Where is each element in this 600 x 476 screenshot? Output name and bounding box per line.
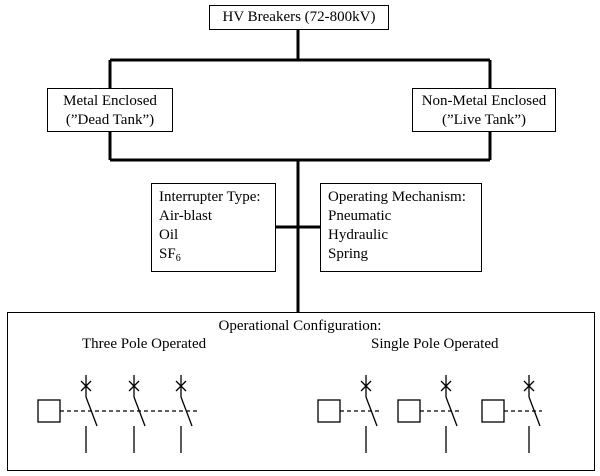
- metal-enclosed-box: Metal Enclosed (”Dead Tank”): [47, 88, 173, 132]
- three-pole-schematic: [37, 375, 197, 453]
- sf6-subscript: 6: [175, 253, 181, 264]
- mechanism-item-pneumatic: Pneumatic: [328, 208, 392, 224]
- single-pole-schematic: [317, 375, 542, 453]
- metal-enclosed-label: Metal Enclosed: [63, 93, 157, 109]
- operating-mechanism-title: Operating Mechanism:: [328, 189, 466, 205]
- operating-mechanism-box: Operating Mechanism: Pneumatic Hydraulic…: [320, 183, 482, 272]
- interrupter-type-title: Interrupter Type:: [159, 189, 261, 205]
- operational-configuration-title: Operational Configuration:: [218, 318, 382, 334]
- mechanism-item-spring: Spring: [328, 246, 369, 262]
- interrupter-type-box: Interrupter Type: Air-blast Oil SF6: [151, 183, 276, 272]
- interrupter-item-oil: Oil: [159, 227, 179, 243]
- dead-tank-label: (”Dead Tank”): [65, 112, 155, 128]
- three-pole-label: Three Pole Operated: [82, 336, 207, 352]
- root-label: HV Breakers (72-800kV): [222, 9, 376, 25]
- interrupter-item-sf6: SF6: [159, 245, 275, 264]
- live-tank-label: (”Live Tank”): [441, 112, 527, 128]
- operational-configuration-box: [7, 312, 595, 471]
- non-metal-enclosed-box: Non-Metal Enclosed (”Live Tank”): [412, 88, 556, 132]
- non-metal-enclosed-label: Non-Metal Enclosed: [421, 93, 547, 109]
- mechanism-item-hydraulic: Hydraulic: [328, 227, 388, 243]
- interrupter-item-air-blast: Air-blast: [159, 208, 213, 224]
- sf6-base: SF: [159, 246, 176, 262]
- single-pole-label: Single Pole Operated: [371, 336, 499, 352]
- root-box: HV Breakers (72-800kV): [209, 5, 389, 30]
